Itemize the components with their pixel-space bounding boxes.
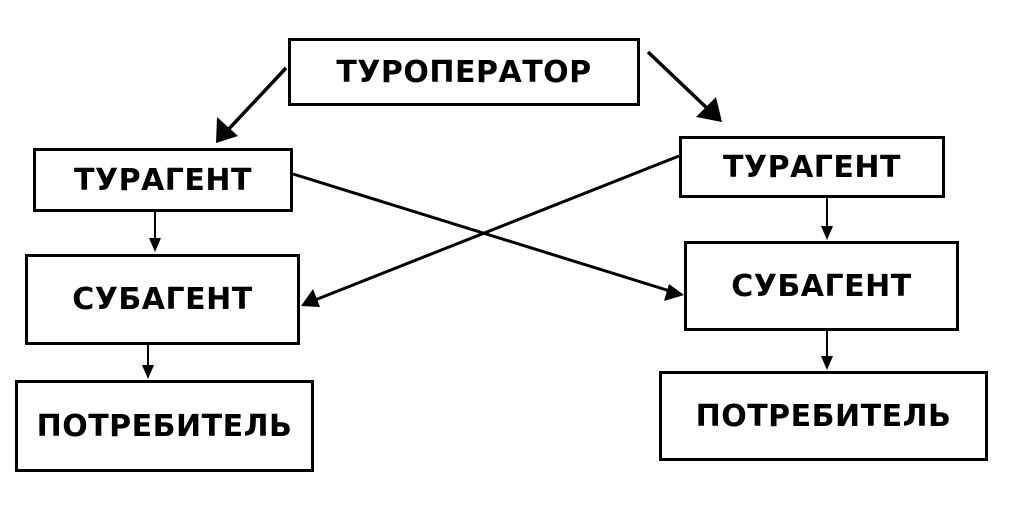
node-travel-agent-right: ТУРАГЕНТ	[679, 136, 945, 198]
arrow-touroperator-to-agent-right	[646, 50, 722, 122]
node-consumer-left: ПОТРЕБИТЕЛЬ	[15, 380, 314, 472]
node-subagent-right-label: СУБАГЕНТ	[731, 268, 912, 304]
arrow-agent-left-to-subagent-right	[292, 172, 684, 301]
node-travel-agent-left-label: ТУРАГЕНТ	[74, 162, 252, 198]
node-touroperator: ТУРОПЕРАТОР	[288, 38, 640, 106]
arrow-subagent-right-to-consumer-right	[821, 331, 833, 370]
arrow-agent-left-to-subagent-left	[149, 212, 161, 252]
arrow-agent-right-to-subagent-left	[301, 154, 680, 307]
arrow-agent-right-to-subagent-right	[821, 198, 833, 240]
node-subagent-left-label: СУБАГЕНТ	[72, 282, 253, 317]
arrow-touroperator-to-agent-left	[216, 66, 288, 143]
node-travel-agent-left: ТУРАГЕНТ	[33, 148, 293, 212]
node-travel-agent-right-label: ТУРАГЕНТ	[723, 149, 901, 185]
arrow-subagent-left-to-consumer-left	[142, 345, 154, 379]
node-consumer-right-label: ПОТРЕБИТЕЛЬ	[695, 398, 952, 434]
node-subagent-right: СУБАГЕНТ	[684, 241, 959, 331]
node-touroperator-label: ТУРОПЕРАТОР	[336, 54, 592, 90]
node-consumer-right: ПОТРЕБИТЕЛЬ	[659, 371, 988, 461]
node-consumer-left-label: ПОТРЕБИТЕЛЬ	[36, 408, 293, 444]
node-subagent-left: СУБАГЕНТ	[25, 254, 300, 345]
